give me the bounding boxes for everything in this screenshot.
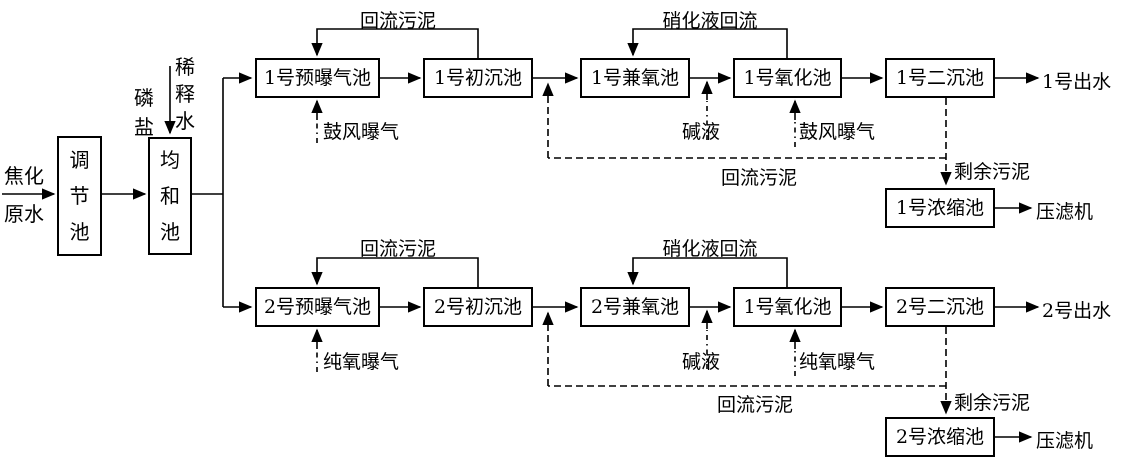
train2-sludge-return-top-label: 回流污泥 bbox=[359, 238, 436, 260]
train2-thickener: 2号浓缩池 bbox=[885, 417, 995, 457]
phosphate-label: 磷盐 bbox=[134, 86, 154, 139]
train1-pre-aeration-tank: 1号预曝气池 bbox=[255, 58, 380, 98]
train2-oxidation-feed-label: 纯氧曝气 bbox=[799, 351, 876, 373]
train1-surplus-sludge-label: 剩余污泥 bbox=[954, 161, 1031, 183]
mixing-tank-label: 均和池 bbox=[160, 148, 180, 244]
train1-oxidation-tank: 1号氧化池 bbox=[733, 58, 842, 98]
train2-filter-press-label: 压滤机 bbox=[1036, 430, 1094, 452]
train1-thickener: 1号浓缩池 bbox=[885, 188, 995, 228]
train1-anoxic-tank: 1号兼氧池 bbox=[580, 58, 690, 98]
train1-alkali-feed-label: 碱液 bbox=[682, 121, 721, 143]
train2-nitrified-return-label: 硝化液回流 bbox=[662, 238, 758, 260]
train1-sludge-return-top-label: 回流污泥 bbox=[359, 10, 436, 32]
train1-filter-press-label: 压滤机 bbox=[1036, 201, 1094, 223]
train1-secondary-clarifier: 1号二沉池 bbox=[885, 58, 995, 98]
train2-sludge-return-bottom-label: 回流污泥 bbox=[717, 394, 794, 416]
dilution-water-label: 稀释水 bbox=[175, 55, 195, 133]
influent-label-line1: 焦化 bbox=[4, 164, 44, 188]
equalization-tank-label: 调节池 bbox=[69, 148, 90, 244]
influent-label-line2: 原水 bbox=[4, 202, 44, 226]
train2-primary-clarifier: 2号初沉池 bbox=[423, 287, 533, 327]
train2-effluent-label: 2号出水 bbox=[1042, 300, 1112, 322]
train2-anoxic-tank: 2号兼氧池 bbox=[580, 287, 690, 327]
equalization-tank-box: 调节池 bbox=[57, 136, 102, 256]
train1-oxidation-feed-label: 鼓风曝气 bbox=[799, 121, 876, 143]
train2-pre-aeration-feed-label: 纯氧曝气 bbox=[323, 351, 400, 373]
train1-sludge-return-bottom-label: 回流污泥 bbox=[721, 167, 798, 189]
train2-pre-aeration-tank: 2号预曝气池 bbox=[255, 287, 380, 327]
train1-primary-clarifier: 1号初沉池 bbox=[423, 58, 533, 98]
train2-oxidation-tank: 1号氧化池 bbox=[733, 287, 842, 327]
train1-effluent-label: 1号出水 bbox=[1042, 71, 1112, 93]
mixing-tank-box: 均和池 bbox=[148, 137, 192, 255]
train2-surplus-sludge-label: 剩余污泥 bbox=[954, 392, 1031, 414]
train1-nitrified-return-label: 硝化液回流 bbox=[662, 10, 758, 32]
train2-secondary-clarifier: 2号二沉池 bbox=[885, 287, 995, 327]
train2-alkali-feed-label: 碱液 bbox=[682, 351, 721, 373]
train1-pre-aeration-feed-label: 鼓风曝气 bbox=[323, 121, 400, 143]
